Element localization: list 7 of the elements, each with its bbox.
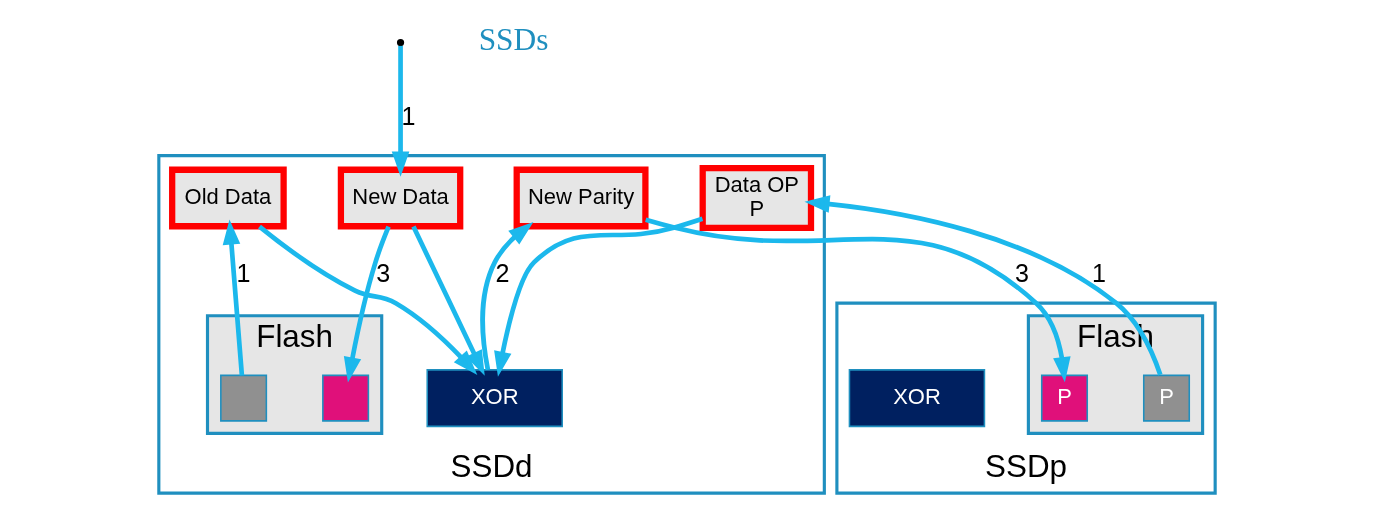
edge-label: 1 [236,259,251,288]
edge-label: 3 [1014,259,1029,288]
edge-label: 1 [400,102,415,131]
edge-label: 2 [495,259,510,288]
label: SSDs [478,22,548,58]
edge-label: 1 [1091,259,1106,288]
edge-label: 3 [375,259,390,288]
